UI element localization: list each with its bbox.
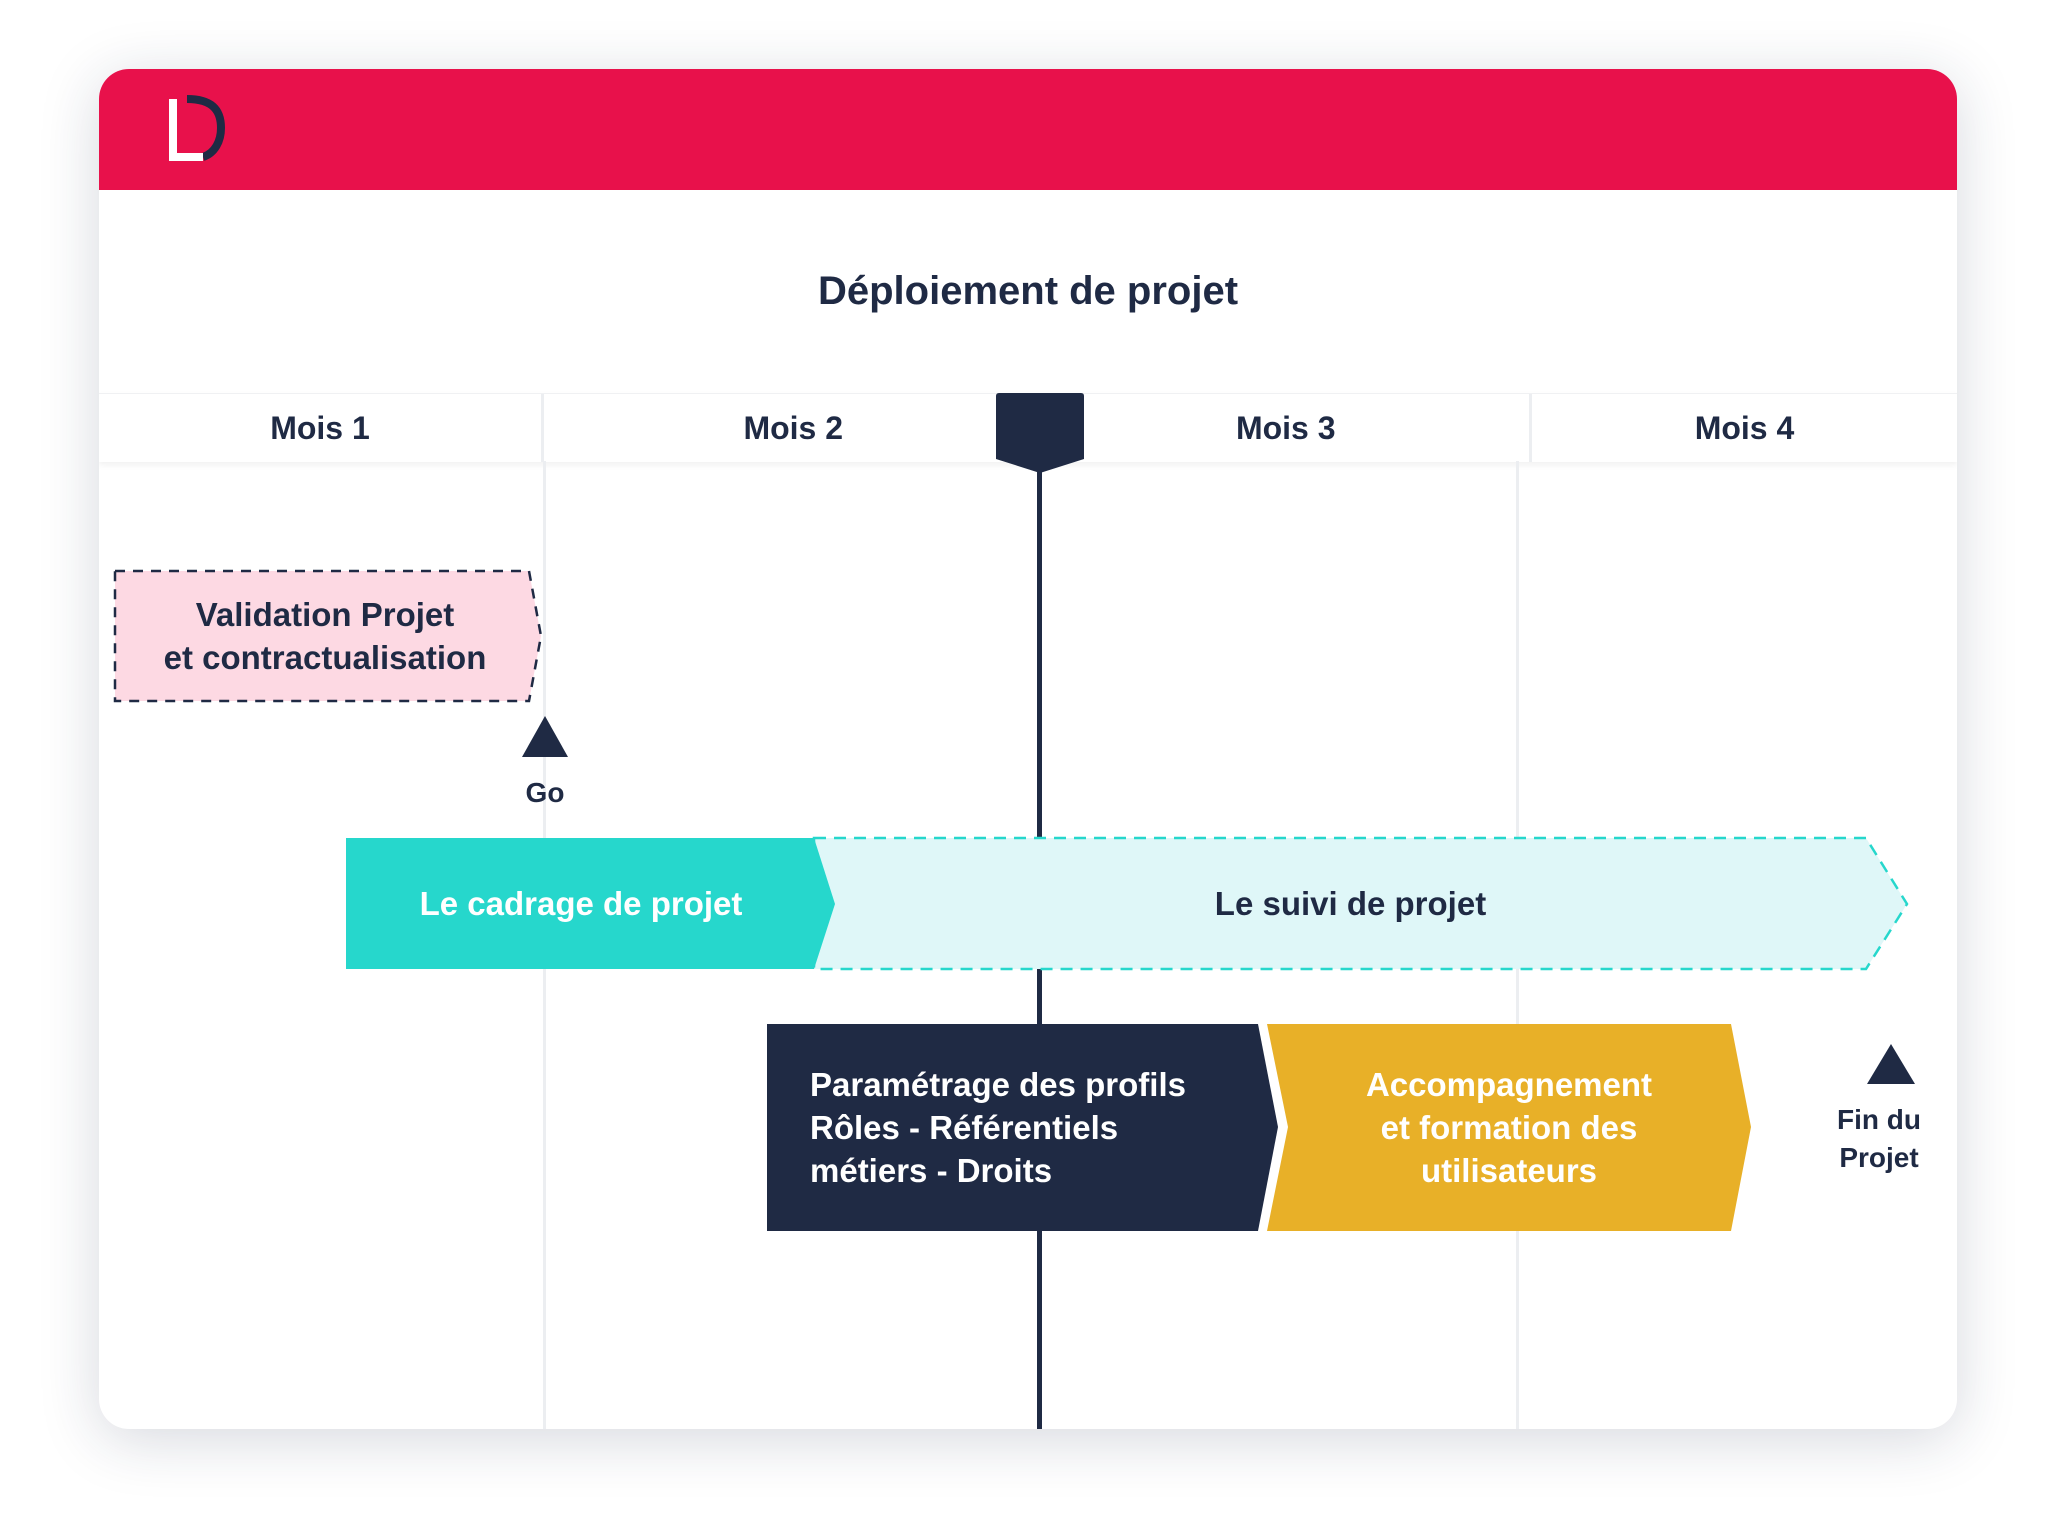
cadrage-phase-shape [346, 838, 835, 969]
month-label-3: Mois 3 [1235, 410, 1336, 446]
diagram-title: Déploiement de projet [817, 269, 1239, 313]
month-label-1: Mois 1 [99, 394, 544, 462]
suivi-phase-label: Le suivi de projet [1214, 885, 1487, 922]
parametrage-phase-label: Paramétrage des profils Rôles - Référent… [810, 1066, 1186, 1189]
fin-milestone-icon [1867, 1044, 1915, 1084]
accompagnement-phase-shape [1267, 1024, 1751, 1231]
brand-d-logo-icon [169, 95, 225, 161]
month-label-2-3: Mois 2 Mois 3 [544, 394, 1532, 462]
parametrage-phase-shape [767, 1024, 1278, 1231]
current-time-marker-icon [996, 393, 1084, 473]
validation-phase-shape [113, 569, 543, 703]
go-milestone-label: Go [525, 777, 565, 808]
phase-shapes [113, 569, 1915, 1231]
month-header-row: Mois 1 Mois 2 Mois 3 Mois 4 [99, 393, 1957, 462]
validation-phase-label: Validation Projet et contractualisation [163, 596, 487, 676]
header-bar [99, 69, 1957, 190]
fin-milestone-label: Fin du Projet [1837, 1104, 1921, 1173]
month-label-2: Mois 2 [743, 410, 844, 446]
month-label-4: Mois 4 [1694, 410, 1795, 446]
go-milestone-icon [522, 716, 568, 757]
accompagnement-phase-label: Accompagnement et formation des utilisat… [1365, 1066, 1653, 1189]
cadrage-phase-label: Le cadrage de projet [419, 885, 743, 922]
timeline-card: Déploiement de projet Mois 1 Mois 2 Mois… [99, 69, 1957, 1429]
